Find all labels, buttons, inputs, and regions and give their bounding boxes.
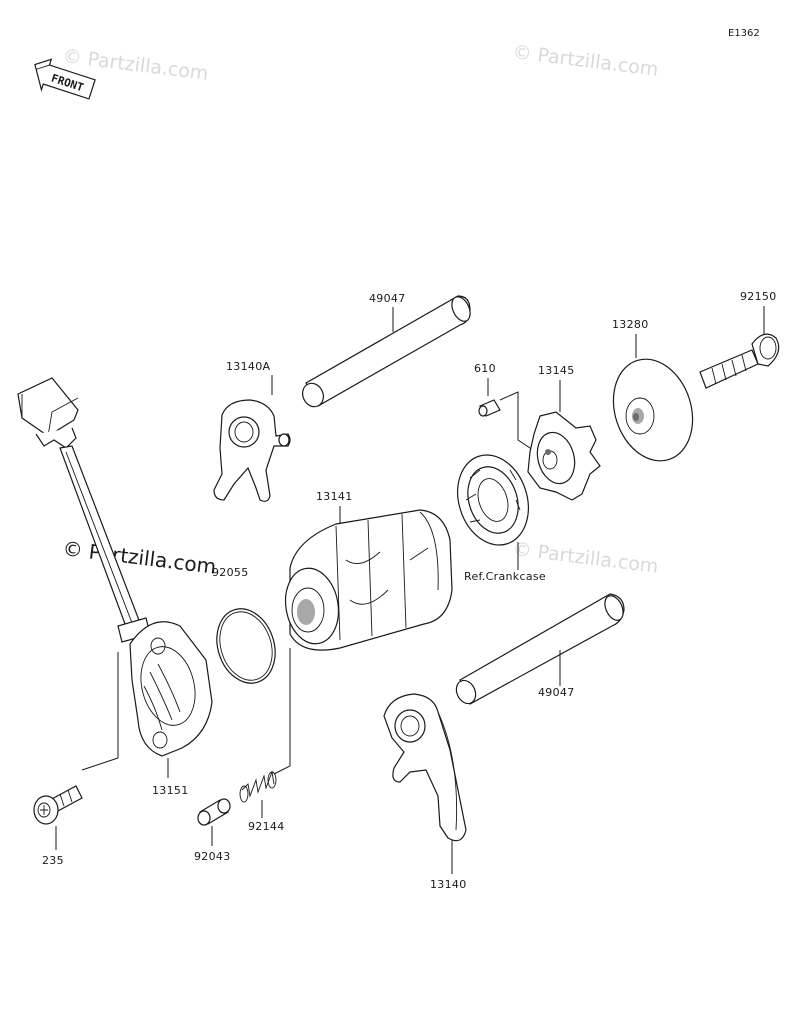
- label-13141: 13141: [316, 490, 353, 503]
- label-235: 235: [42, 854, 64, 867]
- shift-fork-13140: [383, 693, 467, 842]
- shaft-49047-bottom: [455, 593, 625, 705]
- label-49047-top: 49047: [369, 292, 406, 305]
- watermark-4: © Partzilla.com: [61, 536, 217, 579]
- label-92150: 92150: [740, 290, 777, 303]
- label-13140: 13140: [430, 878, 467, 891]
- spring-92144: [239, 770, 277, 803]
- watermark-2: © Partzilla.com: [511, 41, 659, 81]
- label-13280: 13280: [612, 318, 649, 331]
- label-610: 610: [474, 362, 496, 375]
- gear-position-sensor-13151: [17, 377, 213, 757]
- shift-fork-13140a: [213, 399, 291, 502]
- screw-235: [33, 785, 83, 825]
- diagram-code: E1362: [728, 28, 760, 39]
- label-92055: 92055: [212, 566, 249, 579]
- label-13151: 13151: [152, 784, 189, 797]
- label-92144: 92144: [248, 820, 285, 833]
- bolt-92150: [699, 333, 780, 389]
- label-49047-bottom: 49047: [538, 686, 575, 699]
- front-arrow-icon: FRONT: [34, 58, 96, 100]
- shaft-49047-top: [302, 295, 471, 408]
- pin-610: [478, 399, 501, 417]
- bearing-crankcase: [457, 454, 529, 546]
- o-ring-92055: [216, 608, 276, 684]
- label-ref-crankcase: Ref.Crankcase: [464, 570, 546, 583]
- cam-13145: [527, 411, 601, 501]
- pin-92043: [197, 798, 231, 826]
- label-13145: 13145: [538, 364, 575, 377]
- label-13140a: 13140A: [226, 360, 270, 373]
- plate-13280: [612, 358, 694, 462]
- shift-drum-13141: [284, 509, 453, 651]
- label-92043: 92043: [194, 850, 231, 863]
